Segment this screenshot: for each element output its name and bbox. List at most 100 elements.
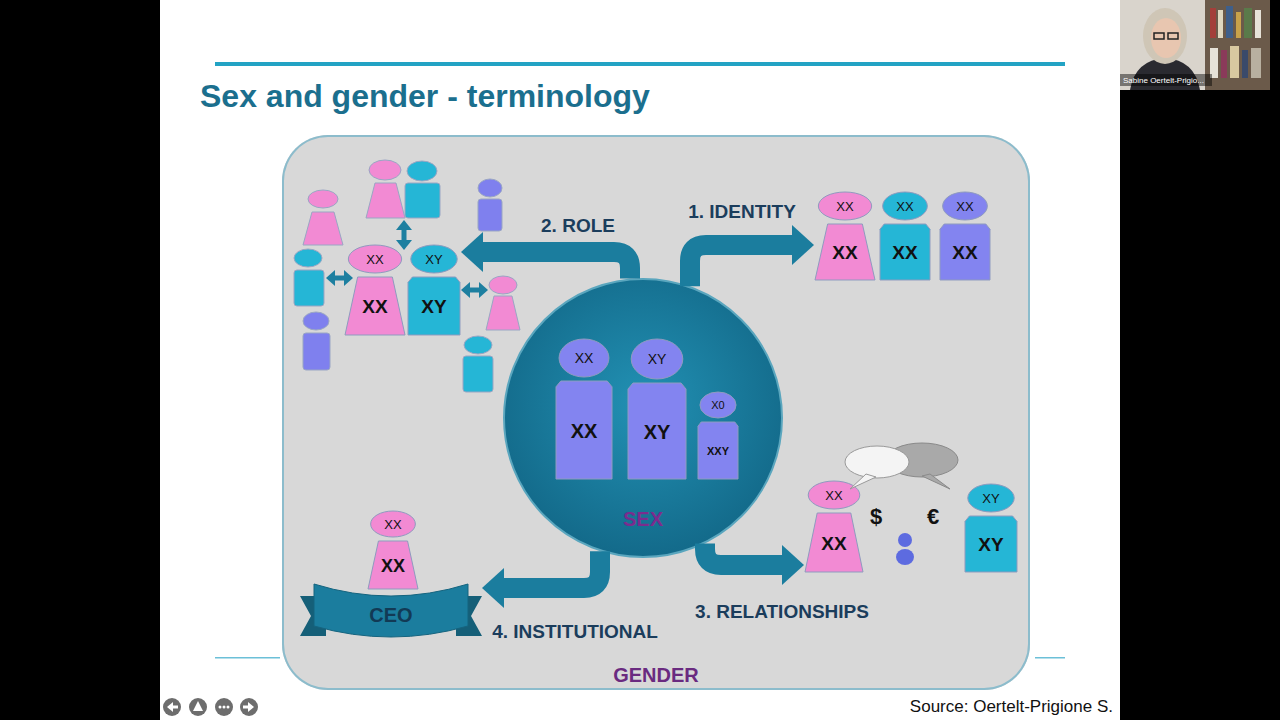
speech-bubble [845,446,909,478]
node-text: SEX [503,506,783,532]
nav-icon [243,706,249,709]
figure-body [965,516,1017,572]
book [1210,48,1218,78]
book [1218,10,1223,38]
book [1236,12,1241,38]
person-shoulders [1130,58,1200,90]
circle-fill [504,279,782,557]
nav-icon [172,706,178,709]
glasses [1168,33,1178,39]
arrow-head [461,282,470,298]
figure-body [368,541,418,589]
sex-circle: SEXXXXXXYXYX0XXY [503,278,783,558]
small-figures [294,160,520,392]
figure-head [308,190,338,208]
figure-head [369,160,401,180]
figure-head [303,312,329,330]
node-text: XY [627,383,687,480]
small-person [896,533,914,565]
node-text: XX [367,510,419,538]
ceo-banner: CEO [300,578,482,640]
person-figure: XXXX [939,191,991,281]
figure-head [478,179,502,197]
book [1221,50,1227,78]
arrow-head [461,232,483,272]
webcam-background [1120,0,1270,90]
nav-icon [193,701,203,711]
node-text: XY [964,516,1018,573]
arrow-head [782,545,804,585]
figure-body [805,513,863,572]
arrow-head [344,270,353,286]
node-text: XX [879,191,931,221]
book [1244,8,1252,38]
slide-navigation [163,698,258,716]
nav-button [163,698,181,716]
person-figure: XYXY [627,338,687,480]
figure-body [303,212,343,245]
figure-body [405,183,440,218]
book [1255,10,1261,38]
book [1226,6,1233,38]
arrow-shaft [402,228,407,242]
node-text: XX [344,244,406,274]
person-figure: XXXX [879,191,931,281]
person-body [896,549,914,565]
node-text: XX [879,224,931,281]
person-figure: XXXX [555,338,613,480]
node-text: XX [939,224,991,281]
node-text: XY [964,483,1018,513]
arrow-head [396,220,412,230]
figure-body [463,356,493,392]
node-text: GENDER [282,663,1030,687]
node-text: XY [627,338,687,380]
figure-body [880,224,930,280]
figure-body [628,383,686,479]
node-text: XX [344,277,406,336]
arrow-shaft [705,544,782,565]
figure-body [556,381,612,479]
figure-head [407,161,437,181]
node-text: XX [804,513,864,573]
person-figure: XXXX [344,244,406,336]
person-head [898,533,912,547]
arrow-shaft [690,245,792,286]
arrow-shaft [333,276,346,281]
node-text: XX [804,480,864,510]
bottom-rule [215,657,280,659]
figure-head [464,336,492,354]
figure-body [486,296,520,330]
node-text: XX [367,541,419,590]
figure-body [940,224,990,280]
name-bar [1120,74,1212,86]
nav-icon [167,702,173,712]
figure-body [366,183,405,218]
figure-body [303,333,330,370]
node-text: XY [407,244,461,274]
side-panel [0,0,160,720]
arrow-head [792,225,814,265]
arrow-head [482,568,504,608]
person-figure: XXXX [814,191,876,281]
figure-body [698,422,738,479]
figure-body [478,199,502,231]
person-figure: X0XXY [697,391,739,480]
book [1210,8,1216,38]
arrow-head [396,240,412,250]
node-text: XY [407,277,461,336]
node-text: XXY [697,422,739,480]
nav-icon [227,706,230,709]
block-arrow [705,544,804,585]
book [1230,46,1239,78]
participant-name: Sabine Oertelt-Prigio... [1123,76,1204,85]
speech-bubbles [845,443,958,489]
arrow-head [479,282,488,298]
bookshelf [1205,0,1270,90]
nav-button [240,698,258,716]
person-figure: XX XX [367,510,419,590]
node-text: X0 [697,391,739,419]
bubble-tail [922,474,950,489]
bubble-tail [850,474,876,489]
arrow-head [326,270,335,286]
